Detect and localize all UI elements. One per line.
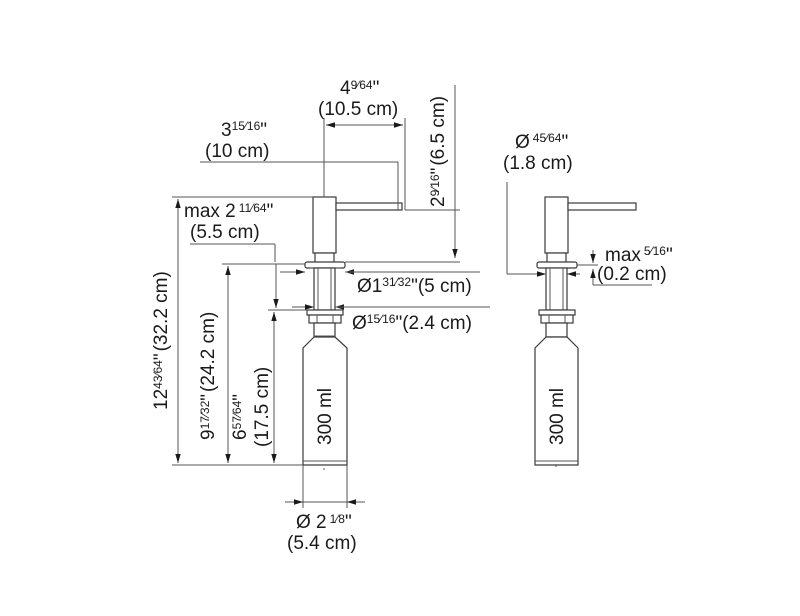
spout-reach-label: 49⁄64" (10.5 cm) [318, 78, 398, 120]
shank [313, 267, 336, 311]
svg-text:657⁄64": 657⁄64" [230, 394, 251, 440]
svg-text:315⁄16": 315⁄16" [221, 119, 267, 141]
svg-text:1243⁄64"(32.2 cm): 1243⁄64"(32.2 cm) [151, 271, 172, 410]
pump-head [312, 196, 337, 254]
bottle-height-label: 657⁄64" (17.5 cm) [230, 367, 273, 447]
flange-diameter-label: Ø131⁄32"(5 cm) [357, 275, 472, 297]
bottle-volume-label: 300 ml [547, 388, 568, 445]
svg-text:Ø45⁄64": Ø45⁄64" [515, 131, 568, 153]
flange [304, 261, 346, 269]
flange [536, 261, 578, 269]
shank [545, 267, 568, 311]
svg-text:(0.2 cm): (0.2 cm) [597, 264, 667, 285]
svg-text:Ø 21⁄8": Ø 21⁄8" [296, 512, 352, 533]
nut-washer [306, 309, 344, 316]
svg-text:(5.5 cm): (5.5 cm) [190, 222, 260, 243]
svg-text:(5.4 cm): (5.4 cm) [287, 533, 357, 554]
svg-text:(10 cm): (10 cm) [205, 141, 269, 162]
spout-offset-label: 315⁄16" (10 cm) [205, 119, 269, 162]
nut-washer [538, 309, 576, 316]
hole-diameter-label: Ø15⁄16"(2.4 cm) [352, 312, 472, 334]
front-view: 300 ml 49⁄64" (10.5 cm) 315⁄16" (10 cm) … [151, 78, 490, 554]
svg-text:(10.5 cm): (10.5 cm) [318, 99, 398, 120]
nut [308, 314, 342, 324]
svg-text:(17.5 cm): (17.5 cm) [252, 367, 273, 447]
svg-text:Ø131⁄32"(5 cm): Ø131⁄32"(5 cm) [357, 275, 472, 297]
pump-head [544, 196, 569, 254]
spout [335, 202, 403, 211]
svg-text:max 211⁄64": max 211⁄64" [184, 201, 273, 222]
svg-text:917⁄32"(24.2 cm): 917⁄32"(24.2 cm) [198, 312, 219, 440]
spout-height-label: 29⁄16"(6.5 cm) [428, 96, 449, 207]
bottle-volume-label: 300 ml [315, 388, 336, 445]
svg-text:Ø15⁄16"(2.4 cm): Ø15⁄16"(2.4 cm) [352, 312, 472, 334]
below-deck-label: 917⁄32"(24.2 cm) [198, 312, 219, 440]
spout [567, 202, 637, 211]
bottle-neck [313, 322, 336, 338]
svg-text:(1.8 cm): (1.8 cm) [503, 153, 573, 174]
bottle [534, 336, 579, 466]
total-height-label: 1243⁄64"(32.2 cm) [151, 271, 172, 410]
svg-text:29⁄16"(6.5 cm): 29⁄16"(6.5 cm) [428, 96, 449, 207]
svg-text:49⁄64": 49⁄64" [340, 78, 379, 99]
bottle-neck [545, 322, 568, 338]
nut [540, 314, 574, 324]
